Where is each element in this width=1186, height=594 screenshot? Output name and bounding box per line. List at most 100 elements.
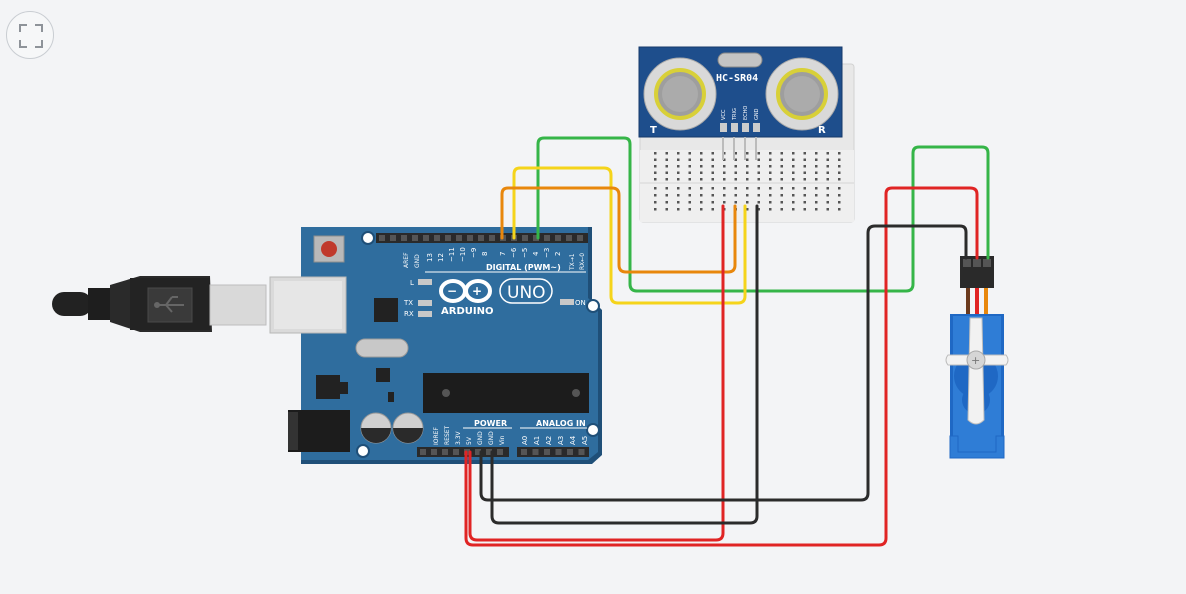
pin-hole	[734, 152, 737, 155]
pin-label: 3.3V	[455, 430, 462, 445]
pin-hole	[826, 171, 829, 174]
pin-hole	[769, 171, 772, 174]
pin-hole	[815, 208, 818, 211]
pin-hole	[677, 152, 680, 155]
pin-hole	[780, 171, 783, 174]
pin-hole	[711, 187, 714, 190]
pin-hole	[489, 235, 495, 241]
pin-hole	[688, 194, 691, 197]
fit-to-view-button[interactable]	[6, 11, 54, 59]
pin-hole	[700, 171, 703, 174]
pin-hole	[677, 201, 680, 204]
transmitter-mark: T	[650, 125, 657, 136]
pin-hole	[723, 171, 726, 174]
pin-hole	[711, 178, 714, 181]
pin-label: TX→1	[569, 253, 576, 271]
arduino-uno-board[interactable]: L TX RX ON − + ARDUINO UNO DIGITAL (PWM~…	[269, 227, 602, 464]
servo-motor[interactable]: +	[945, 256, 1009, 459]
wire-red-vcc[interactable]	[468, 204, 725, 542]
pin-hole	[826, 165, 829, 168]
sensor-pin-label: VCC	[721, 109, 727, 120]
pin-hole	[665, 194, 668, 197]
fullscreen-corners-icon	[19, 24, 43, 48]
pin-label: RESET	[444, 425, 451, 445]
pin-label: Vin	[499, 435, 506, 445]
pin-hole	[780, 158, 783, 161]
pin-hole	[792, 171, 795, 174]
wire-black-sensor-gnd[interactable]	[490, 204, 759, 525]
pin-hole	[792, 178, 795, 181]
pin-label: GND	[477, 431, 484, 445]
svg-text:+: +	[971, 354, 980, 367]
pin-hole	[723, 187, 726, 190]
wire-green-sensor[interactable]	[536, 136, 990, 293]
sensor-pin-label: ECHO	[743, 106, 749, 120]
analog-header[interactable]	[517, 447, 589, 457]
pin-hole	[665, 171, 668, 174]
pin-hole	[780, 165, 783, 168]
pin-hole	[757, 158, 760, 161]
sensor-name-label: HC-SR04	[716, 73, 758, 84]
pin-hole	[423, 235, 429, 241]
pin-hole	[826, 158, 829, 161]
pin-hole	[769, 178, 772, 181]
pin-hole	[654, 194, 657, 197]
ultrasonic-sensor-hc-sr04[interactable]: HC-SR04 T R VCC TRIG ECHO GND	[638, 46, 843, 160]
pin-hole	[815, 178, 818, 181]
pin-label: RX←0	[579, 253, 586, 270]
pin-hole	[734, 158, 737, 161]
pin-hole	[826, 178, 829, 181]
usb-cable[interactable]	[52, 276, 267, 332]
pin-hole	[654, 178, 657, 181]
pin-hole	[700, 208, 703, 211]
arduino-infinity-logo-icon	[439, 279, 492, 303]
pin-hole	[688, 171, 691, 174]
pin-hole	[826, 194, 829, 197]
wire-orange-echo[interactable]	[500, 186, 737, 274]
pin-hole	[677, 187, 680, 190]
pin-hole	[838, 165, 841, 168]
pin-hole	[757, 201, 760, 204]
pin-hole	[780, 187, 783, 190]
pin-hole	[780, 178, 783, 181]
pin-hole	[456, 235, 462, 241]
pin-label: A5	[581, 436, 589, 445]
pin-hole	[723, 152, 726, 155]
pin-hole	[769, 165, 772, 168]
wire-red-servo[interactable]	[464, 186, 979, 547]
pin-hole	[665, 187, 668, 190]
pin-label: 8	[481, 252, 489, 256]
wires[interactable]	[464, 136, 990, 547]
pin-hole	[803, 194, 806, 197]
reset-button[interactable]	[313, 235, 345, 263]
pin-hole	[780, 208, 783, 211]
pin-hole	[838, 171, 841, 174]
pin-hole	[522, 235, 528, 241]
pin-hole	[677, 165, 680, 168]
pin-hole	[723, 201, 726, 204]
pin-hole	[838, 208, 841, 211]
pin-hole	[838, 201, 841, 204]
pin-hole	[803, 158, 806, 161]
pin-hole	[803, 208, 806, 211]
pin-hole	[734, 201, 737, 204]
wire-yellow-trig[interactable]	[512, 166, 747, 305]
pin-hole	[688, 152, 691, 155]
pin-hole	[688, 187, 691, 190]
pin-hole	[577, 235, 583, 241]
pin-label: ~5	[521, 248, 529, 258]
led-l-label: L	[410, 279, 414, 287]
power-header[interactable]	[417, 447, 509, 457]
pin-hole	[688, 178, 691, 181]
pin-hole	[711, 165, 714, 168]
transmitter-transducer	[643, 57, 717, 131]
pin-hole	[803, 171, 806, 174]
pin-hole	[711, 152, 714, 155]
pin-hole	[700, 158, 703, 161]
pin-hole	[734, 194, 737, 197]
pin-hole	[746, 171, 749, 174]
wire-black-servo-gnd[interactable]	[479, 224, 968, 502]
pin-hole	[734, 187, 737, 190]
